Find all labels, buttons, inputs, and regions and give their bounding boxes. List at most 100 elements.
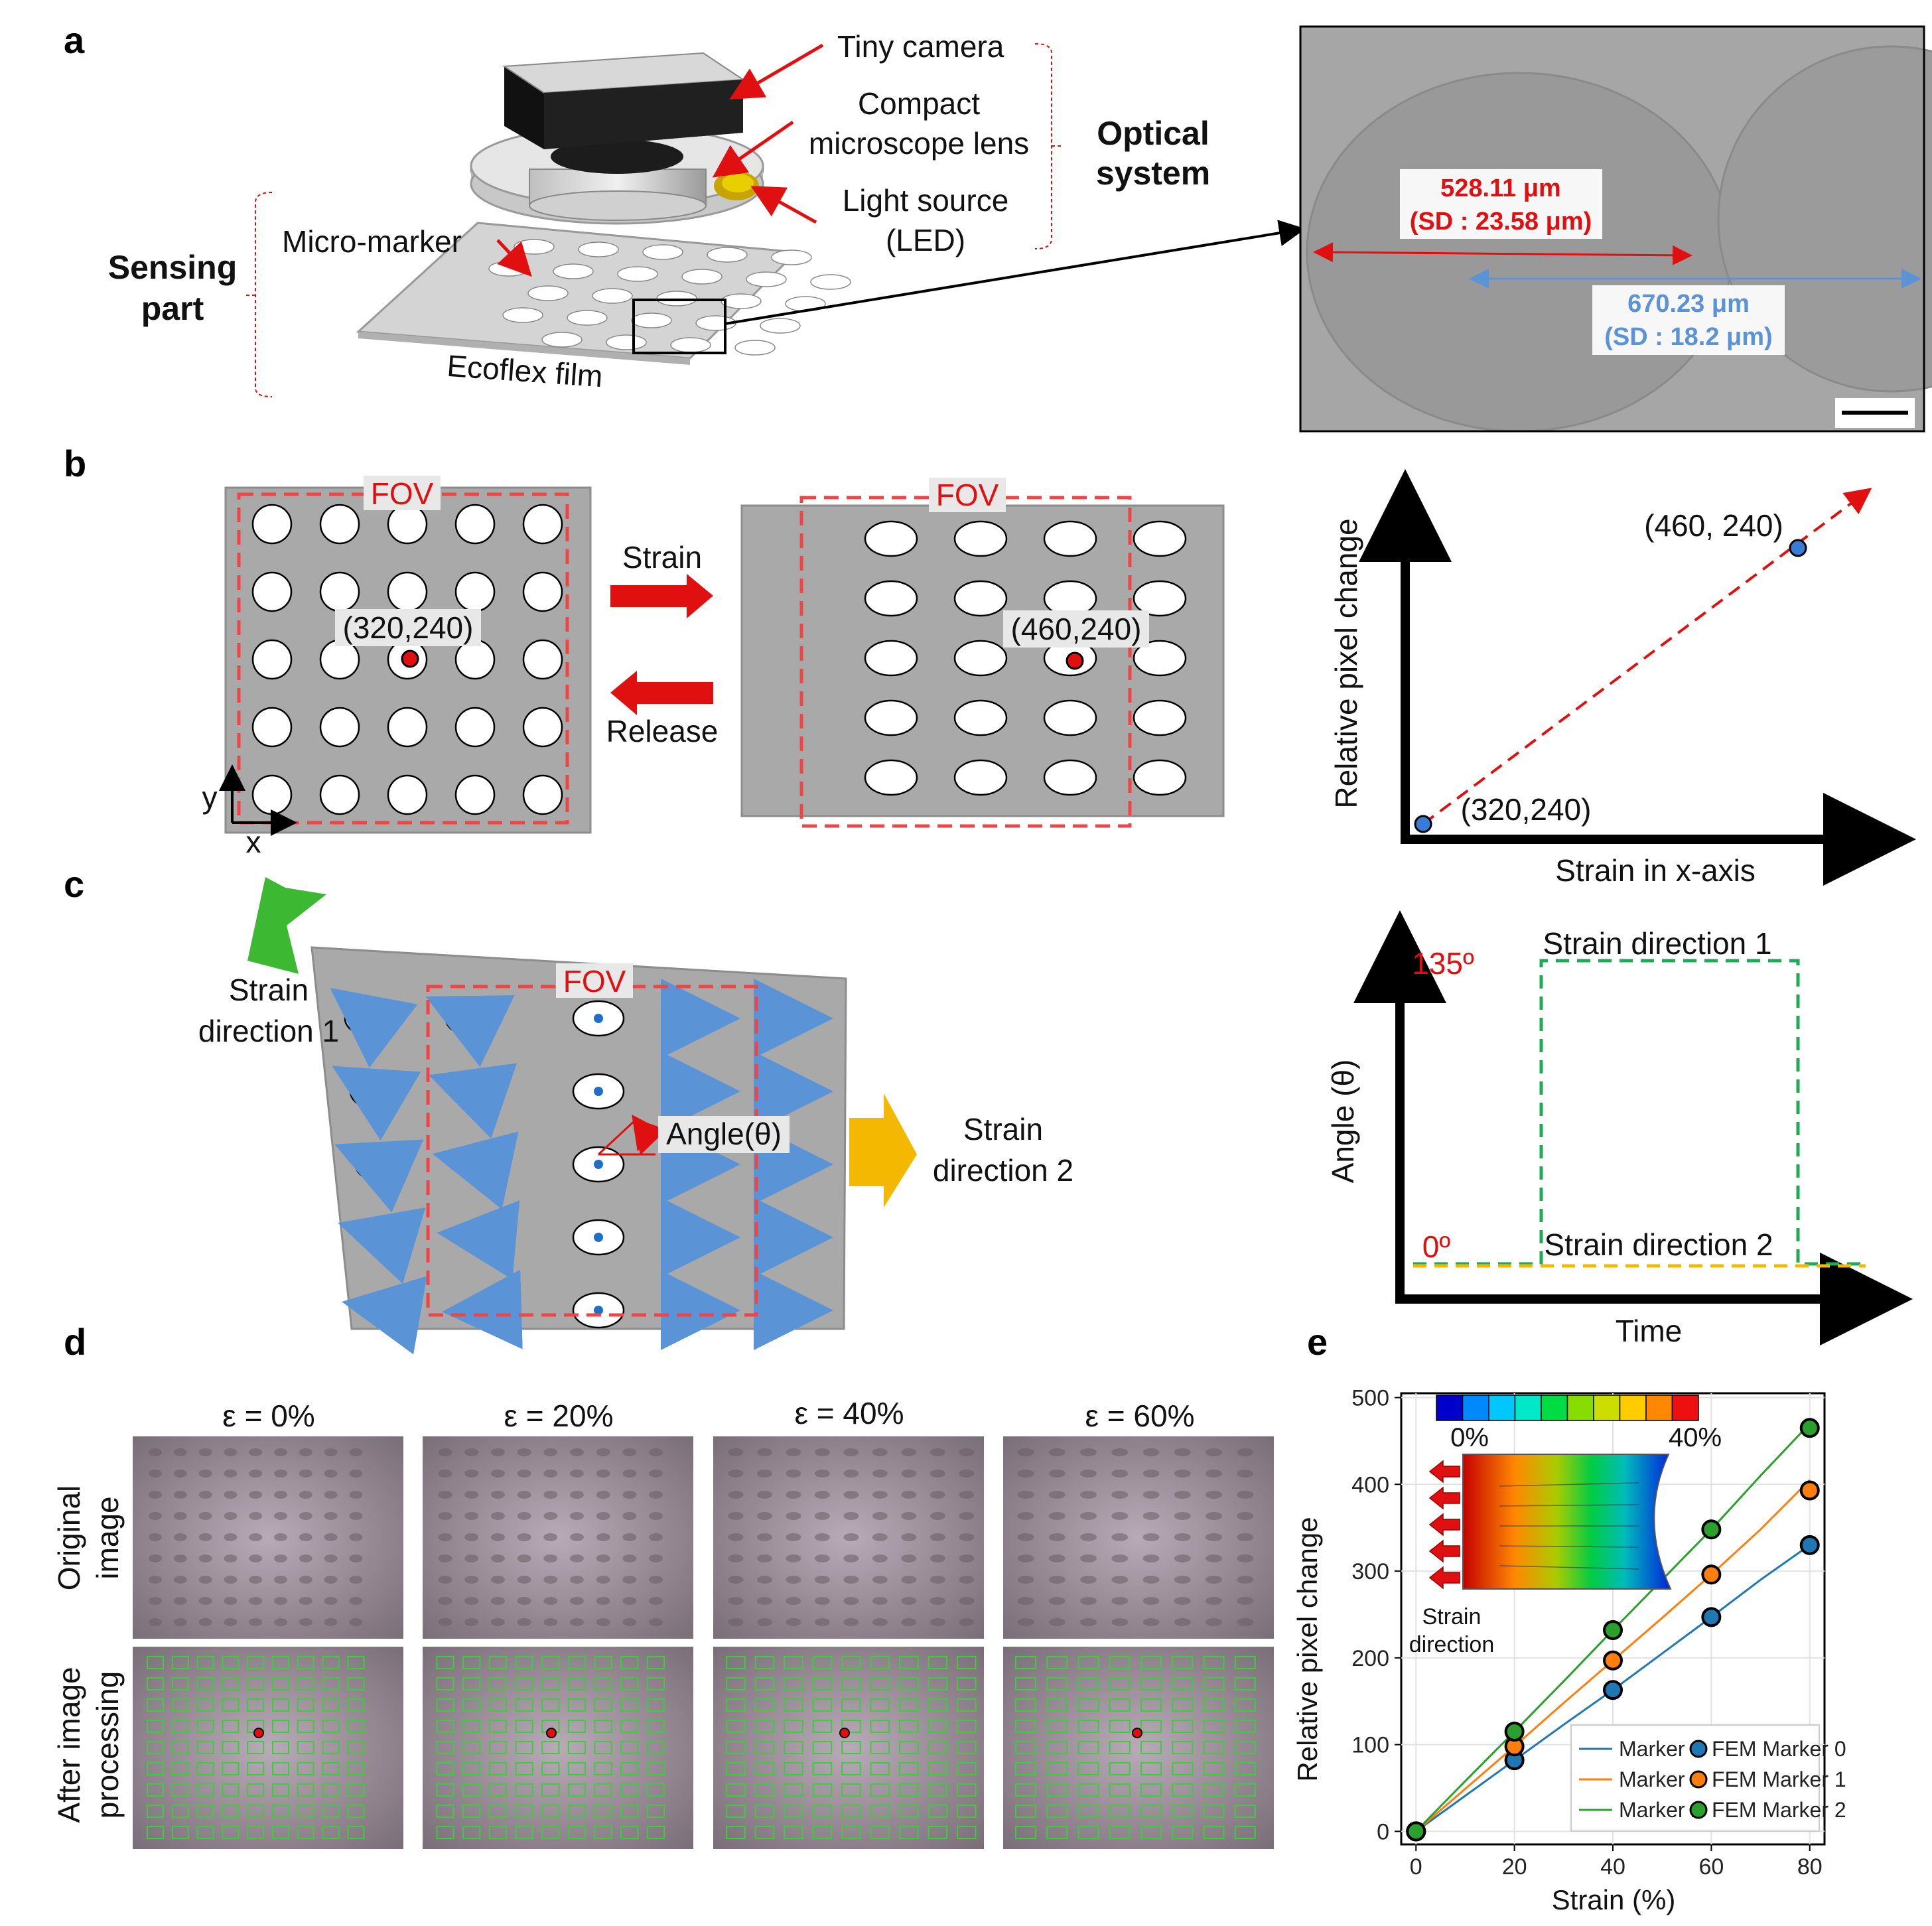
- detection-box: [247, 1698, 265, 1712]
- angle-arc: [632, 1114, 667, 1156]
- photo-marker: [324, 1576, 338, 1584]
- photo-marker: [786, 1533, 801, 1541]
- detection-box: [147, 1720, 164, 1733]
- marker-oval: [1043, 699, 1097, 736]
- detection-box: [171, 1826, 189, 1839]
- detection-box: [567, 1677, 586, 1690]
- detection-box: [1234, 1762, 1256, 1775]
- photo-marker: [622, 1554, 637, 1562]
- marker-dot: [522, 774, 563, 815]
- photo-marker: [349, 1533, 363, 1541]
- detection-box: [928, 1805, 948, 1818]
- film-markers: [488, 239, 851, 356]
- detection-box: [899, 1698, 919, 1712]
- detection-box: [812, 1826, 833, 1839]
- detection-box: [147, 1783, 164, 1797]
- d-row1-label-1: Original: [52, 1485, 86, 1591]
- detection-box: [247, 1783, 265, 1797]
- photo-marker: [249, 1576, 263, 1584]
- photo-marker: [1237, 1554, 1254, 1562]
- detection-box: [1109, 1783, 1131, 1797]
- film-marker: [642, 244, 683, 260]
- detection-box: [222, 1826, 240, 1839]
- photo-marker: [622, 1512, 637, 1520]
- detection-box: [870, 1656, 890, 1669]
- detection-box: [322, 1720, 340, 1733]
- tracked-marker: [546, 1728, 557, 1738]
- point-fem-marker-2: [1406, 1821, 1426, 1842]
- d-col-1: ε = 20%: [504, 1399, 614, 1433]
- photo-marker: [1206, 1576, 1222, 1584]
- detection-box: [515, 1720, 533, 1733]
- photo-marker: [959, 1618, 975, 1626]
- detection-box: [347, 1783, 365, 1797]
- film-marker: [578, 241, 619, 257]
- photo-marker: [1080, 1533, 1097, 1541]
- photo-marker: [173, 1470, 187, 1478]
- colorbar-step: [1436, 1395, 1464, 1421]
- processed-photo: [133, 1647, 403, 1849]
- photo-marker: [901, 1618, 917, 1626]
- photo-marker: [324, 1554, 338, 1562]
- photo-marker: [198, 1512, 212, 1520]
- photo-marker: [1048, 1491, 1066, 1499]
- photo-marker: [1048, 1576, 1066, 1584]
- photo-marker: [814, 1554, 830, 1562]
- photo-marker: [349, 1576, 363, 1584]
- displacement-arrow: [437, 1200, 520, 1280]
- film-marker: [514, 239, 555, 255]
- marker-grid-after: [864, 520, 1187, 796]
- detection-box: [515, 1805, 533, 1818]
- photo-marker: [756, 1533, 772, 1541]
- photo-marker: [1237, 1597, 1254, 1605]
- fem-inset: [1428, 1395, 1699, 1590]
- photo-marker: [349, 1470, 363, 1478]
- detection-box: [956, 1677, 977, 1690]
- detection-box: [272, 1783, 289, 1797]
- film-marker: [606, 334, 647, 350]
- detection-box: [646, 1762, 665, 1775]
- detection-box: [1203, 1720, 1225, 1733]
- photo-marker: [1142, 1576, 1160, 1584]
- detection-box: [1109, 1677, 1131, 1690]
- photo-marker: [149, 1597, 162, 1605]
- b-chart-ylabel: Relative pixel change: [1329, 518, 1363, 808]
- detection-box: [1140, 1805, 1162, 1818]
- detection-box: [1172, 1783, 1194, 1797]
- detection-box: [322, 1826, 340, 1839]
- marker-oval: [953, 699, 1008, 736]
- inset-strain-label-1: Strain: [1422, 1604, 1482, 1629]
- detection-box: [1015, 1720, 1036, 1733]
- photo-marker: [728, 1491, 744, 1499]
- film-marker: [631, 312, 672, 328]
- photo-marker: [1174, 1512, 1191, 1520]
- photo-marker: [249, 1533, 263, 1541]
- detection-box: [726, 1741, 746, 1754]
- photo-marker: [814, 1448, 830, 1456]
- photo-marker: [930, 1470, 945, 1478]
- detection-box: [196, 1805, 214, 1818]
- photo-marker: [1048, 1533, 1066, 1541]
- film-marker: [617, 266, 658, 282]
- photo-marker: [274, 1533, 287, 1541]
- marker-dot: [522, 571, 563, 612]
- photo-marker: [464, 1618, 479, 1626]
- photo-marker: [1111, 1597, 1129, 1605]
- photo-marker: [438, 1512, 452, 1520]
- point-fem-marker-2: [1504, 1722, 1525, 1742]
- photo-marker: [728, 1448, 744, 1456]
- camera-arrow: [729, 43, 824, 100]
- photo-marker: [438, 1618, 452, 1626]
- photo-marker: [173, 1512, 187, 1520]
- photo-marker: [173, 1491, 187, 1499]
- processed-photo: [1003, 1647, 1274, 1849]
- photo-marker: [843, 1554, 859, 1562]
- marker-dot: [454, 571, 496, 612]
- photo-marker: [756, 1618, 772, 1626]
- detection-box: [196, 1762, 214, 1775]
- detection-box: [515, 1762, 533, 1775]
- b-chart-end-point: [1789, 539, 1807, 557]
- detection-box: [594, 1677, 612, 1690]
- d-col-2: ε = 40%: [795, 1396, 904, 1430]
- photo-marker: [299, 1512, 312, 1520]
